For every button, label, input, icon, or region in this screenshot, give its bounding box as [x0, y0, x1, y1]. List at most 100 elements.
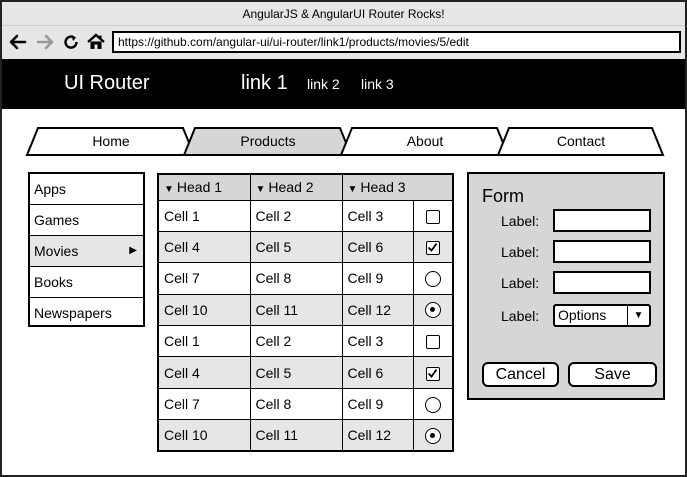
table-cell: Cell 3 — [341, 199, 414, 232]
reload-icon[interactable] — [61, 32, 81, 52]
checkbox-checked[interactable] — [425, 241, 440, 256]
sort-down-icon: ▼ — [347, 184, 358, 196]
sidebar-item-movies[interactable]: Movies ▶ — [30, 236, 143, 267]
radio-selected[interactable] — [424, 427, 441, 444]
sidebar-item-label: Movies — [34, 243, 79, 259]
table-cell: Cell 1 — [157, 324, 251, 358]
table-cell: Cell 3 — [341, 324, 414, 358]
tab-about[interactable]: About — [406, 133, 444, 149]
dropdown-value: Options — [558, 307, 607, 323]
field-label: Label: — [501, 244, 540, 260]
table-control-cell — [412, 262, 454, 295]
text-field-1[interactable] — [553, 209, 651, 232]
arrow-left-icon[interactable] — [8, 32, 28, 52]
column-header-label: Head 1 — [176, 179, 223, 196]
table-cell: Cell 11 — [249, 419, 343, 452]
radio[interactable] — [424, 271, 441, 288]
nav-link-3[interactable]: link 3 — [361, 76, 394, 92]
sort-down-icon: ▼ — [255, 184, 266, 196]
options-dropdown[interactable]: Options ▼ — [553, 304, 651, 327]
browser-toolbar: https://github.com/angular-ui/ui-router/… — [2, 26, 685, 59]
sidebar-item-label: Newspapers — [34, 305, 112, 321]
text-field-2[interactable] — [553, 240, 651, 263]
chevron-right-icon: ▶ — [129, 245, 137, 256]
form-row: Label: — [469, 209, 663, 233]
table-cell: Cell 5 — [249, 356, 343, 389]
table-control-cell — [412, 356, 454, 389]
table-cell: Cell 1 — [157, 199, 251, 232]
tab-products[interactable]: Products — [240, 133, 296, 149]
column-header-label: Head 3 — [360, 179, 406, 196]
table-cell: Cell 4 — [157, 356, 251, 389]
app-header: UI Router link 1 link 2 link 3 — [2, 59, 685, 109]
arrow-right-icon[interactable] — [35, 32, 55, 52]
sidebar-item-games[interactable]: Games — [30, 205, 143, 236]
table-control-cell — [412, 293, 454, 327]
table-cell: Cell 10 — [157, 293, 251, 327]
column-header-1[interactable]: ▼Head 1 — [157, 173, 251, 201]
radio-dot — [429, 307, 435, 313]
save-button[interactable]: Save — [568, 362, 657, 387]
window-title: AngularJS & AngularUI Router Rocks! — [2, 2, 685, 26]
tab-contact[interactable]: Contact — [556, 133, 606, 149]
text-field-3[interactable] — [553, 271, 651, 294]
table-cell: Cell 6 — [341, 230, 414, 264]
column-header-3[interactable]: ▼Head 3 — [341, 173, 454, 201]
field-label: Label: — [501, 275, 540, 291]
form-panel: Form Label: Label: Label: Label: Options… — [467, 172, 665, 400]
sidebar-item-label: Apps — [34, 181, 66, 197]
nav-link-1[interactable]: link 1 — [241, 72, 288, 94]
home-icon[interactable] — [86, 32, 106, 52]
tab-home[interactable]: Home — [92, 133, 130, 149]
address-bar[interactable]: https://github.com/angular-ui/ui-router/… — [112, 31, 681, 53]
form-title: Form — [482, 186, 524, 206]
table-cell: Cell 5 — [249, 230, 343, 264]
form-row: Label: — [469, 240, 663, 264]
table-cell: Cell 10 — [157, 419, 251, 452]
sidebar-item-books[interactable]: Books — [30, 267, 143, 298]
checkbox[interactable] — [425, 335, 440, 350]
radio[interactable] — [424, 396, 441, 413]
table-cell: Cell 11 — [249, 293, 343, 327]
table-cell: Cell 6 — [341, 356, 414, 389]
table-control-cell — [412, 199, 454, 232]
radio-selected[interactable] — [424, 302, 441, 319]
table-cell: Cell 2 — [249, 199, 343, 232]
table-cell: Cell 12 — [341, 293, 414, 327]
form-row: Label: Options ▼ — [469, 304, 663, 328]
table-control-cell — [412, 387, 454, 421]
checkbox[interactable] — [425, 209, 440, 224]
field-label: Label: — [501, 308, 540, 324]
sidebar: Apps Games Movies ▶ Books Newspapers — [28, 172, 145, 327]
brand-title[interactable]: UI Router — [64, 72, 150, 94]
table-cell: Cell 12 — [341, 419, 414, 452]
table-cell: Cell 9 — [341, 387, 414, 421]
table-cell: Cell 2 — [249, 324, 343, 358]
column-header-label: Head 2 — [268, 179, 314, 196]
chevron-down-icon[interactable]: ▼ — [627, 306, 649, 325]
cancel-button[interactable]: Cancel — [482, 362, 559, 387]
nav-link-2[interactable]: link 2 — [307, 76, 340, 92]
sidebar-item-apps[interactable]: Apps — [30, 174, 143, 205]
sidebar-item-label: Books — [34, 274, 73, 290]
sidebar-item-newspapers[interactable]: Newspapers — [30, 298, 143, 329]
column-header-2[interactable]: ▼Head 2 — [249, 173, 343, 201]
table-control-cell — [412, 230, 454, 264]
table-cell: Cell 8 — [249, 387, 343, 421]
sidebar-item-label: Games — [34, 212, 80, 228]
tab-baseline — [27, 154, 662, 156]
checkbox-checked[interactable] — [425, 366, 440, 381]
radio-dot — [429, 432, 435, 438]
table-cell: Cell 9 — [341, 262, 414, 295]
table-cell: Cell 4 — [157, 230, 251, 264]
